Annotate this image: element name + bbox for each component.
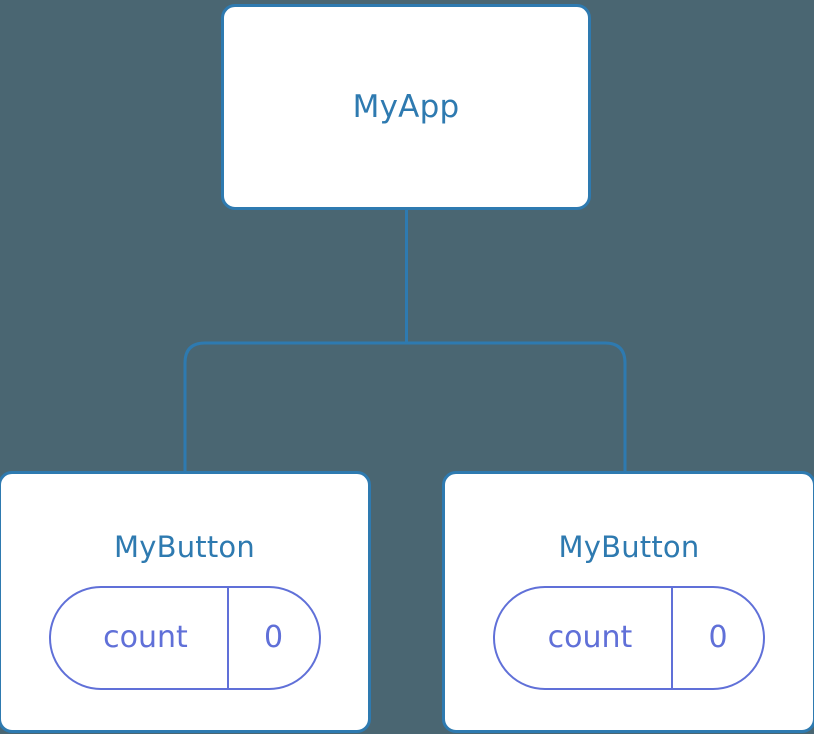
state-pill-0-value: 0 (226, 587, 319, 688)
tree-node-child-1[interactable]: MyButton count 0 (442, 471, 814, 733)
edge-branch-right (406, 341, 627, 478)
tree-node-root[interactable]: MyApp (221, 4, 591, 210)
tree-node-child-0[interactable]: MyButton count 0 (0, 471, 371, 733)
tree-node-root-label: MyApp (352, 88, 460, 125)
state-pill-1[interactable]: count 0 (493, 585, 765, 690)
state-pill-1-key: count (547, 619, 633, 655)
state-pill-1-value: 0 (671, 587, 763, 688)
state-pill-0[interactable]: count 0 (48, 585, 321, 690)
tree-node-child-1-label: MyButton (558, 529, 700, 564)
tree-node-child-0-label: MyButton (114, 529, 255, 564)
state-pill-0-key: count (103, 619, 188, 655)
edge-branch-left (183, 341, 407, 478)
